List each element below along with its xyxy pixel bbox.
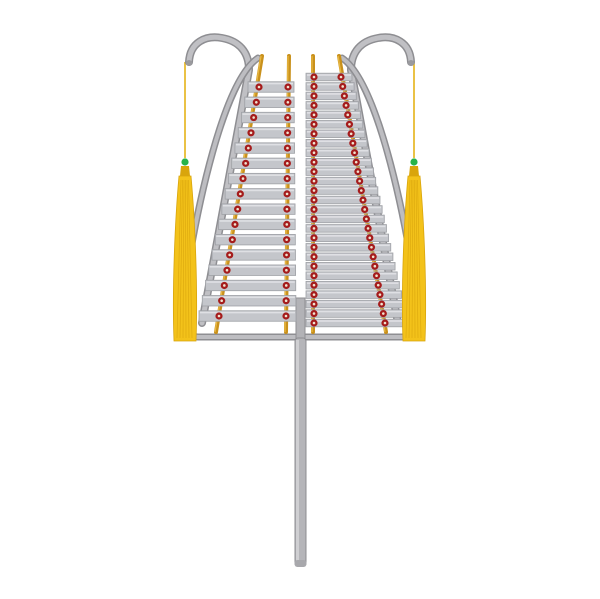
tone-bar [198, 310, 297, 322]
tone-bar [305, 186, 379, 195]
tone-bar [305, 72, 353, 82]
tone-bar [231, 157, 296, 169]
tone-bar [305, 252, 394, 261]
tone-bar [305, 224, 387, 233]
tone-bar [305, 129, 366, 138]
tone-bar [211, 249, 296, 261]
handle-pole-cap [294, 560, 307, 567]
tone-bar [305, 233, 390, 243]
tone-bars [198, 72, 409, 328]
tone-bar [305, 91, 357, 101]
tone-bar [305, 82, 355, 91]
tone-bar [221, 203, 296, 215]
handle [294, 297, 307, 567]
tone-bar [305, 167, 374, 176]
tone-bar [305, 110, 362, 120]
tone-bar [305, 139, 368, 148]
tone-bar [305, 243, 392, 252]
tassel-bead [410, 158, 418, 166]
tone-bar [227, 172, 296, 185]
tone-bar [208, 264, 297, 276]
tone-bar [234, 142, 295, 154]
tone-bar [305, 195, 381, 205]
tone-bar [305, 309, 407, 318]
tone-bar [218, 218, 296, 231]
tone-bar [305, 299, 405, 309]
tone-bar [214, 234, 296, 246]
tone-bar [305, 157, 372, 167]
tone-bar [305, 290, 402, 299]
tone-bar [244, 96, 295, 108]
tone-bar [247, 81, 295, 93]
tone-bar [305, 280, 400, 290]
tone-bar [305, 214, 385, 224]
left-tassel [172, 158, 198, 342]
tone-bar [224, 188, 296, 200]
tone-bar [205, 279, 297, 292]
tone-bar [305, 148, 370, 157]
frame-right-tip [408, 60, 414, 66]
tone-bar [241, 111, 295, 124]
frame-left-tip [186, 60, 192, 66]
tone-bar [305, 176, 377, 186]
tone-bar [305, 101, 359, 110]
tone-bar [305, 205, 383, 214]
tone-bar [305, 120, 364, 129]
tassel-bead [181, 158, 189, 166]
tone-bar [237, 127, 295, 139]
tone-bar [305, 271, 398, 280]
tassels [172, 158, 427, 342]
tone-bar [305, 262, 396, 271]
tone-bar [201, 295, 297, 307]
right-tassel [401, 158, 427, 342]
tone-bar [305, 318, 409, 328]
